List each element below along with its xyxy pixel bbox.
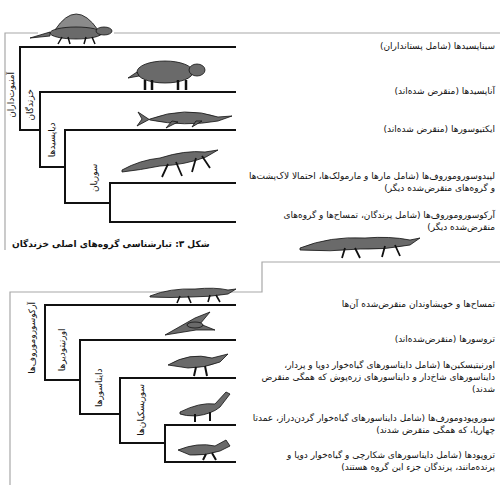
clade-label: خزندگان	[25, 89, 37, 120]
clade-label: سوریسکیان‌ها	[136, 384, 148, 436]
frame-lines	[5, 33, 500, 485]
taxon-label: آناپسیدها (منقرض شده‌اند)	[245, 86, 495, 98]
animal-silhouettes	[30, 14, 420, 460]
taxon-label: سیناپسیدها (شامل پستانداران)	[245, 41, 495, 53]
figure-caption: شکل ۳: تبارشناسی گروه‌های اصلی خزندگان	[12, 239, 210, 249]
clade-label: دایناسورها	[94, 369, 106, 408]
tree-lines	[20, 47, 235, 462]
clade-label: سوریان	[89, 164, 101, 192]
taxon-label: تمساح‌ها و خویشاوندان منقرض‌شده آن‌ها	[245, 299, 495, 311]
taxon-label: سوروپودومورف‌ها (شامل دایناسورهای گیاه‌خ…	[245, 413, 495, 436]
clade-label: اورنیتودیرها	[56, 329, 68, 372]
taxon-label: آرکوسوروموروف‌ها (شامل پرندگان، تمساح‌ها…	[245, 210, 495, 233]
taxon-label: اورنیتیسکین‌ها (شامل دایناسورهای گیاه‌خو…	[245, 360, 495, 395]
clade-label: آمنیوت‌داران	[6, 72, 18, 118]
clade-label: دیاپسیدها	[46, 123, 58, 158]
taxon-label: تروپودها (شامل دایناسورهای شکارچی و گیاه…	[245, 450, 495, 473]
taxon-label: تروسورها (منقرض‌شده‌اند)	[245, 334, 495, 346]
taxon-label: ایکتیوسورها (منقرض شده‌اند)	[245, 124, 495, 136]
taxon-label: لپیدوسوروموروف‌ها (شامل مارها و مارمولک‌…	[245, 171, 495, 194]
clade-label: آرکوسوروموروف‌ها	[27, 302, 39, 374]
